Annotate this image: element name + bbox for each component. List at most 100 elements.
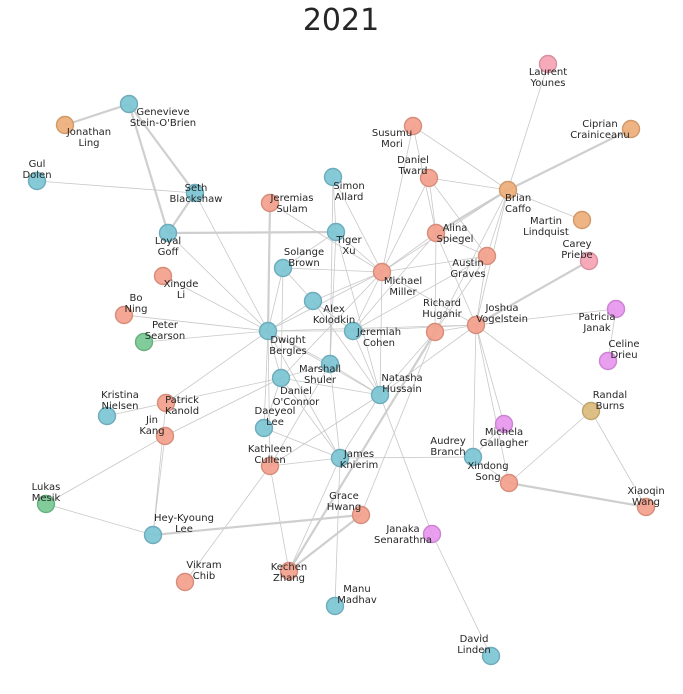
node-label-line: Ciprian <box>582 119 617 130</box>
node-richard[interactable] <box>425 322 445 342</box>
node-dwight[interactable] <box>258 321 278 341</box>
node-label-line: Nielsen <box>102 401 139 412</box>
node-vikram[interactable] <box>175 572 195 592</box>
node-manu[interactable] <box>325 596 345 616</box>
edge-bo-dwight <box>123 314 269 332</box>
edge-marshall-james <box>329 363 341 459</box>
edge-michael-daniel_o <box>280 271 383 379</box>
node-austin[interactable] <box>477 246 497 266</box>
node-laurent[interactable] <box>538 54 558 74</box>
node-jin[interactable] <box>155 426 175 446</box>
node-tiger[interactable] <box>326 222 346 242</box>
edge-natasha-janaka <box>379 394 433 535</box>
node-label-line: Graves <box>450 269 485 280</box>
node-carey[interactable] <box>579 251 599 271</box>
node-natasha[interactable] <box>370 385 390 405</box>
node-label-line: Martin <box>530 216 562 227</box>
edge-loyal-tiger <box>167 230 337 235</box>
node-jonathan[interactable] <box>55 115 75 135</box>
edge-solange-michael <box>282 267 383 273</box>
node-label-line: Lukas <box>32 482 61 493</box>
node-solange[interactable] <box>273 258 293 278</box>
edge-joshua-patricia <box>475 308 617 326</box>
node-label-line: Alina <box>443 223 468 234</box>
node-label-line: Michael <box>384 276 422 287</box>
node-label-line: Brian <box>505 193 531 204</box>
node-label-line: Zhang <box>273 573 305 584</box>
edge-jin-heykyoung <box>152 435 166 536</box>
node-daniel-t[interactable] <box>419 168 439 188</box>
node-janaka[interactable] <box>422 524 442 544</box>
node-patricia[interactable] <box>606 299 626 319</box>
node-grace[interactable] <box>351 505 371 525</box>
node-michael[interactable] <box>372 262 392 282</box>
node-xindong[interactable] <box>499 473 519 493</box>
node-label-line: Seth <box>185 183 208 194</box>
node-ciprian[interactable] <box>621 119 641 139</box>
edge-brian-michael <box>381 189 509 273</box>
node-kristina[interactable] <box>97 406 117 426</box>
node-celine[interactable] <box>598 351 618 371</box>
node-kathleen[interactable] <box>260 456 280 476</box>
node-kechen[interactable] <box>279 561 299 581</box>
node-brian[interactable] <box>498 180 518 200</box>
node-lukas[interactable] <box>36 494 56 514</box>
node-genevieve[interactable] <box>119 94 139 114</box>
node-label-line: Kang <box>139 426 164 437</box>
node-label-line: Hwang <box>327 502 362 513</box>
node-label-line: Peter <box>152 320 179 331</box>
node-bo[interactable] <box>114 305 134 325</box>
node-label-line: Caffo <box>505 204 531 215</box>
node-susumu[interactable] <box>403 116 423 136</box>
node-daniel-o[interactable] <box>271 368 291 388</box>
node-daeyeol[interactable] <box>254 418 274 438</box>
node-loyal[interactable] <box>158 223 178 243</box>
node-xiaoqin[interactable] <box>636 497 656 517</box>
node-joshua[interactable] <box>466 315 486 335</box>
node-martin[interactable] <box>572 210 592 230</box>
node-david[interactable] <box>481 646 501 666</box>
node-jeremias[interactable] <box>260 193 280 213</box>
node-label-line: Allard <box>335 192 364 203</box>
node-label-line: Li <box>177 290 185 301</box>
node-alex[interactable] <box>303 291 323 311</box>
node-heykyoung[interactable] <box>143 525 163 545</box>
node-peter[interactable] <box>134 332 154 352</box>
node-patrick[interactable] <box>156 393 176 413</box>
node-label-line: Xu <box>342 246 355 257</box>
node-james[interactable] <box>330 448 350 468</box>
node-seth[interactable] <box>185 183 205 203</box>
edge-peter-dwight <box>143 330 269 343</box>
edge-alina-jeremiah <box>352 232 437 332</box>
node-jeremiah[interactable] <box>343 321 363 341</box>
node-audrey[interactable] <box>463 447 483 467</box>
node-label-line: Grace <box>329 491 359 502</box>
edge-daniel_t-austin <box>428 177 488 257</box>
node-xingde[interactable] <box>153 266 173 286</box>
node-simon[interactable] <box>323 167 343 187</box>
node-label-line: Branch <box>430 447 465 458</box>
node-randal[interactable] <box>581 401 601 421</box>
node-alina[interactable] <box>426 223 446 243</box>
node-michela[interactable] <box>494 414 514 434</box>
node-label-line: Senarathna <box>374 535 432 546</box>
node-gul[interactable] <box>27 171 47 191</box>
node-label-line: O'Connor <box>273 397 321 408</box>
node-marshall[interactable] <box>320 354 340 374</box>
edge-alina-richard <box>434 232 437 333</box>
edge-grace-richard <box>360 331 436 516</box>
